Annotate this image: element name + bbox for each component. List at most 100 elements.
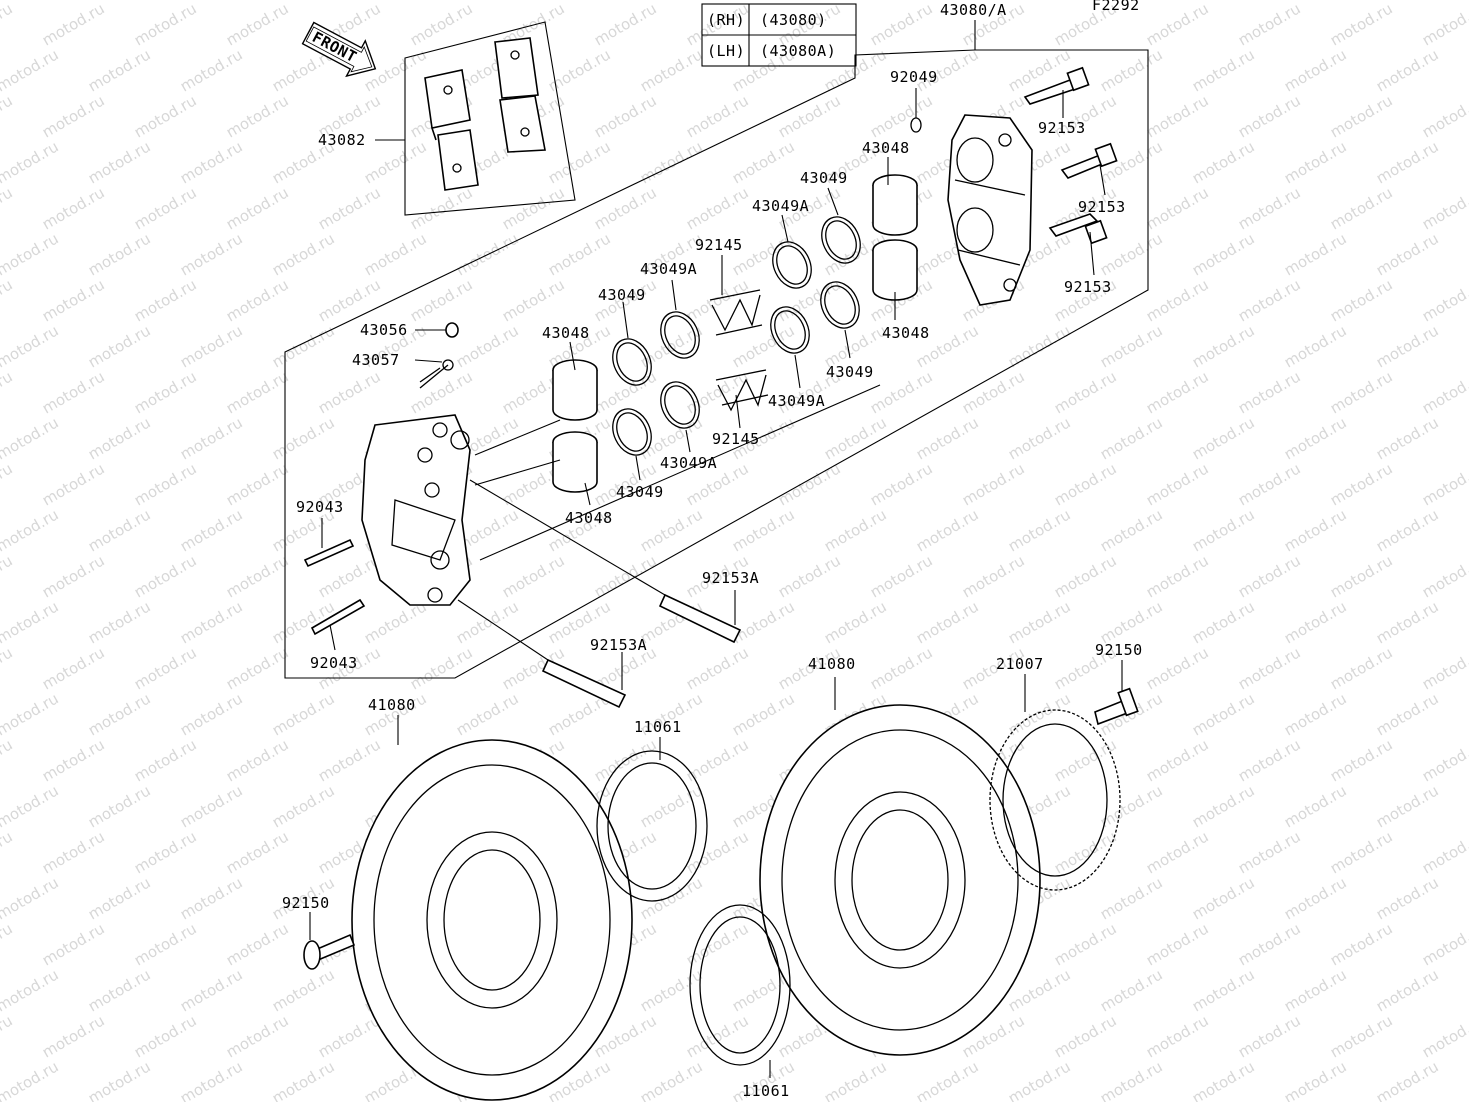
watermark-text: motod.ru: [177, 137, 246, 187]
watermark-text: motod.ru: [729, 689, 798, 739]
watermark-text: motod.ru: [1235, 827, 1304, 877]
watermark-text: motod.ru: [131, 735, 200, 785]
watermark-text: motod.ru: [1419, 643, 1469, 693]
watermark-text: motod.ru: [0, 459, 16, 509]
watermark-text: motod.ru: [1005, 413, 1074, 463]
watermark-text: motod.ru: [1281, 413, 1350, 463]
watermark-text: motod.ru: [269, 321, 338, 371]
watermark-text: motod.ru: [1189, 229, 1258, 279]
variant-lh-side: (LH): [707, 42, 745, 60]
label-bolt-top: 92153: [1038, 119, 1086, 137]
label-disc-right: 41080: [808, 655, 856, 673]
caliper-right-half: [947, 114, 1033, 306]
watermark-text: motod.ru: [131, 827, 200, 877]
watermark-text: motod.ru: [39, 367, 108, 417]
watermark-text: motod.ru: [913, 505, 982, 555]
watermark-text: motod.ru: [1327, 183, 1396, 233]
watermark-text: motod.ru: [545, 45, 614, 95]
watermark-text: motod.ru: [959, 367, 1028, 417]
watermark-text: motod.ru: [1051, 367, 1120, 417]
washer-part: [910, 117, 922, 133]
watermark-text: motod.ru: [0, 137, 62, 187]
label-seal-a-mid: 43049: [598, 286, 646, 304]
label-seal-b-right: 43049A: [768, 392, 825, 410]
watermark-text: motod.ru: [1097, 1057, 1166, 1102]
watermark-text: motod.ru: [637, 45, 706, 95]
watermark-text: motod.ru: [177, 873, 246, 923]
watermark-text: motod.ru: [39, 183, 108, 233]
watermark-text: motod.ru: [85, 781, 154, 831]
watermark-text: motod.ru: [177, 321, 246, 371]
watermark-text: motod.ru: [85, 137, 154, 187]
watermark-text: motod.ru: [0, 1057, 62, 1102]
label-sensor-rotor: 21007: [996, 655, 1044, 673]
figure-code: F2292: [1092, 0, 1140, 14]
watermark-text: motod.ru: [1281, 321, 1350, 371]
variant-lh-code: (43080A): [760, 42, 836, 60]
watermark-text: motod.ru: [131, 1011, 200, 1061]
label-bleeder: 43056: [360, 321, 408, 339]
watermark-text: motod.ru: [223, 735, 292, 785]
watermark-text: motod.ru: [131, 919, 200, 969]
watermark-text: motod.ru: [1143, 735, 1212, 785]
watermark-text: motod.ru: [1465, 965, 1469, 1015]
label-shim-bot: 11061: [742, 1082, 790, 1100]
label-pads: 43082: [318, 131, 366, 149]
watermark-text: motod.ru: [131, 91, 200, 141]
variant-rh-side: (RH): [707, 11, 745, 29]
watermark-text: motod.ru: [453, 321, 522, 371]
watermark-text: motod.ru: [315, 367, 384, 417]
watermark-text: motod.ru: [85, 1057, 154, 1102]
watermark-text: motod.ru: [0, 781, 62, 831]
watermark-text: motod.ru: [775, 91, 844, 141]
watermark-text: motod.ru: [0, 965, 62, 1015]
watermark-text: motod.ru: [683, 91, 752, 141]
watermark-text: motod.ru: [1097, 873, 1166, 923]
label-pin-bot: 92043: [310, 654, 358, 672]
watermark-text: motod.ru: [0, 873, 62, 923]
watermark-text: motod.ru: [867, 91, 936, 141]
watermark-text: motod.ru: [85, 965, 154, 1015]
watermark-text: motod.ru: [407, 183, 476, 233]
watermark-text: motod.ru: [1465, 873, 1469, 923]
pistons: [552, 174, 918, 493]
watermark-text: motod.ru: [1465, 0, 1469, 3]
watermark-text: motod.ru: [1327, 275, 1396, 325]
watermark-text: motod.ru: [177, 229, 246, 279]
watermark-text: motod.ru: [1373, 45, 1442, 95]
watermark-text: motod.ru: [1143, 367, 1212, 417]
caliper-left-half: [361, 322, 471, 606]
watermark-text: motod.ru: [1143, 1011, 1212, 1061]
watermark-text: motod.ru: [39, 275, 108, 325]
watermark-text: motod.ru: [1005, 1057, 1074, 1102]
label-cap: 43057: [352, 351, 400, 369]
watermark-text: motod.ru: [1097, 45, 1166, 95]
watermark-text: motod.ru: [39, 91, 108, 141]
watermark-text: motod.ru: [1143, 919, 1212, 969]
watermark-text: motod.ru: [177, 413, 246, 463]
watermark-text: motod.ru: [1189, 505, 1258, 555]
watermark-text: motod.ru: [0, 45, 62, 95]
watermark-text: motod.ru: [959, 459, 1028, 509]
watermark-text: motod.ru: [223, 275, 292, 325]
watermark-text: motod.ru: [177, 45, 246, 95]
watermark-text: motod.ru: [1465, 413, 1469, 463]
watermark-text: motod.ru: [821, 597, 890, 647]
watermark-text: motod.ru: [0, 91, 16, 141]
watermark-text: motod.ru: [1327, 919, 1396, 969]
watermark-text: motod.ru: [1281, 965, 1350, 1015]
watermark-text: motod.ru: [1143, 275, 1212, 325]
label-seal-b-low: 43049A: [660, 454, 717, 472]
abs-sensor-rotor: [989, 709, 1121, 891]
watermark-text: motod.ru: [85, 505, 154, 555]
watermark-text: motod.ru: [1373, 873, 1442, 923]
label-seal-a-low: 43049: [616, 483, 664, 501]
watermark-text: motod.ru: [177, 689, 246, 739]
watermark-text: motod.ru: [1419, 459, 1469, 509]
variant-table: (RH) (43080) (LH) (43080A): [701, 3, 857, 67]
watermark-text: motod.ru: [591, 91, 660, 141]
watermark-text: motod.ru: [683, 643, 752, 693]
watermark-text: motod.ru: [867, 367, 936, 417]
watermark-text: motod.ru: [1281, 781, 1350, 831]
